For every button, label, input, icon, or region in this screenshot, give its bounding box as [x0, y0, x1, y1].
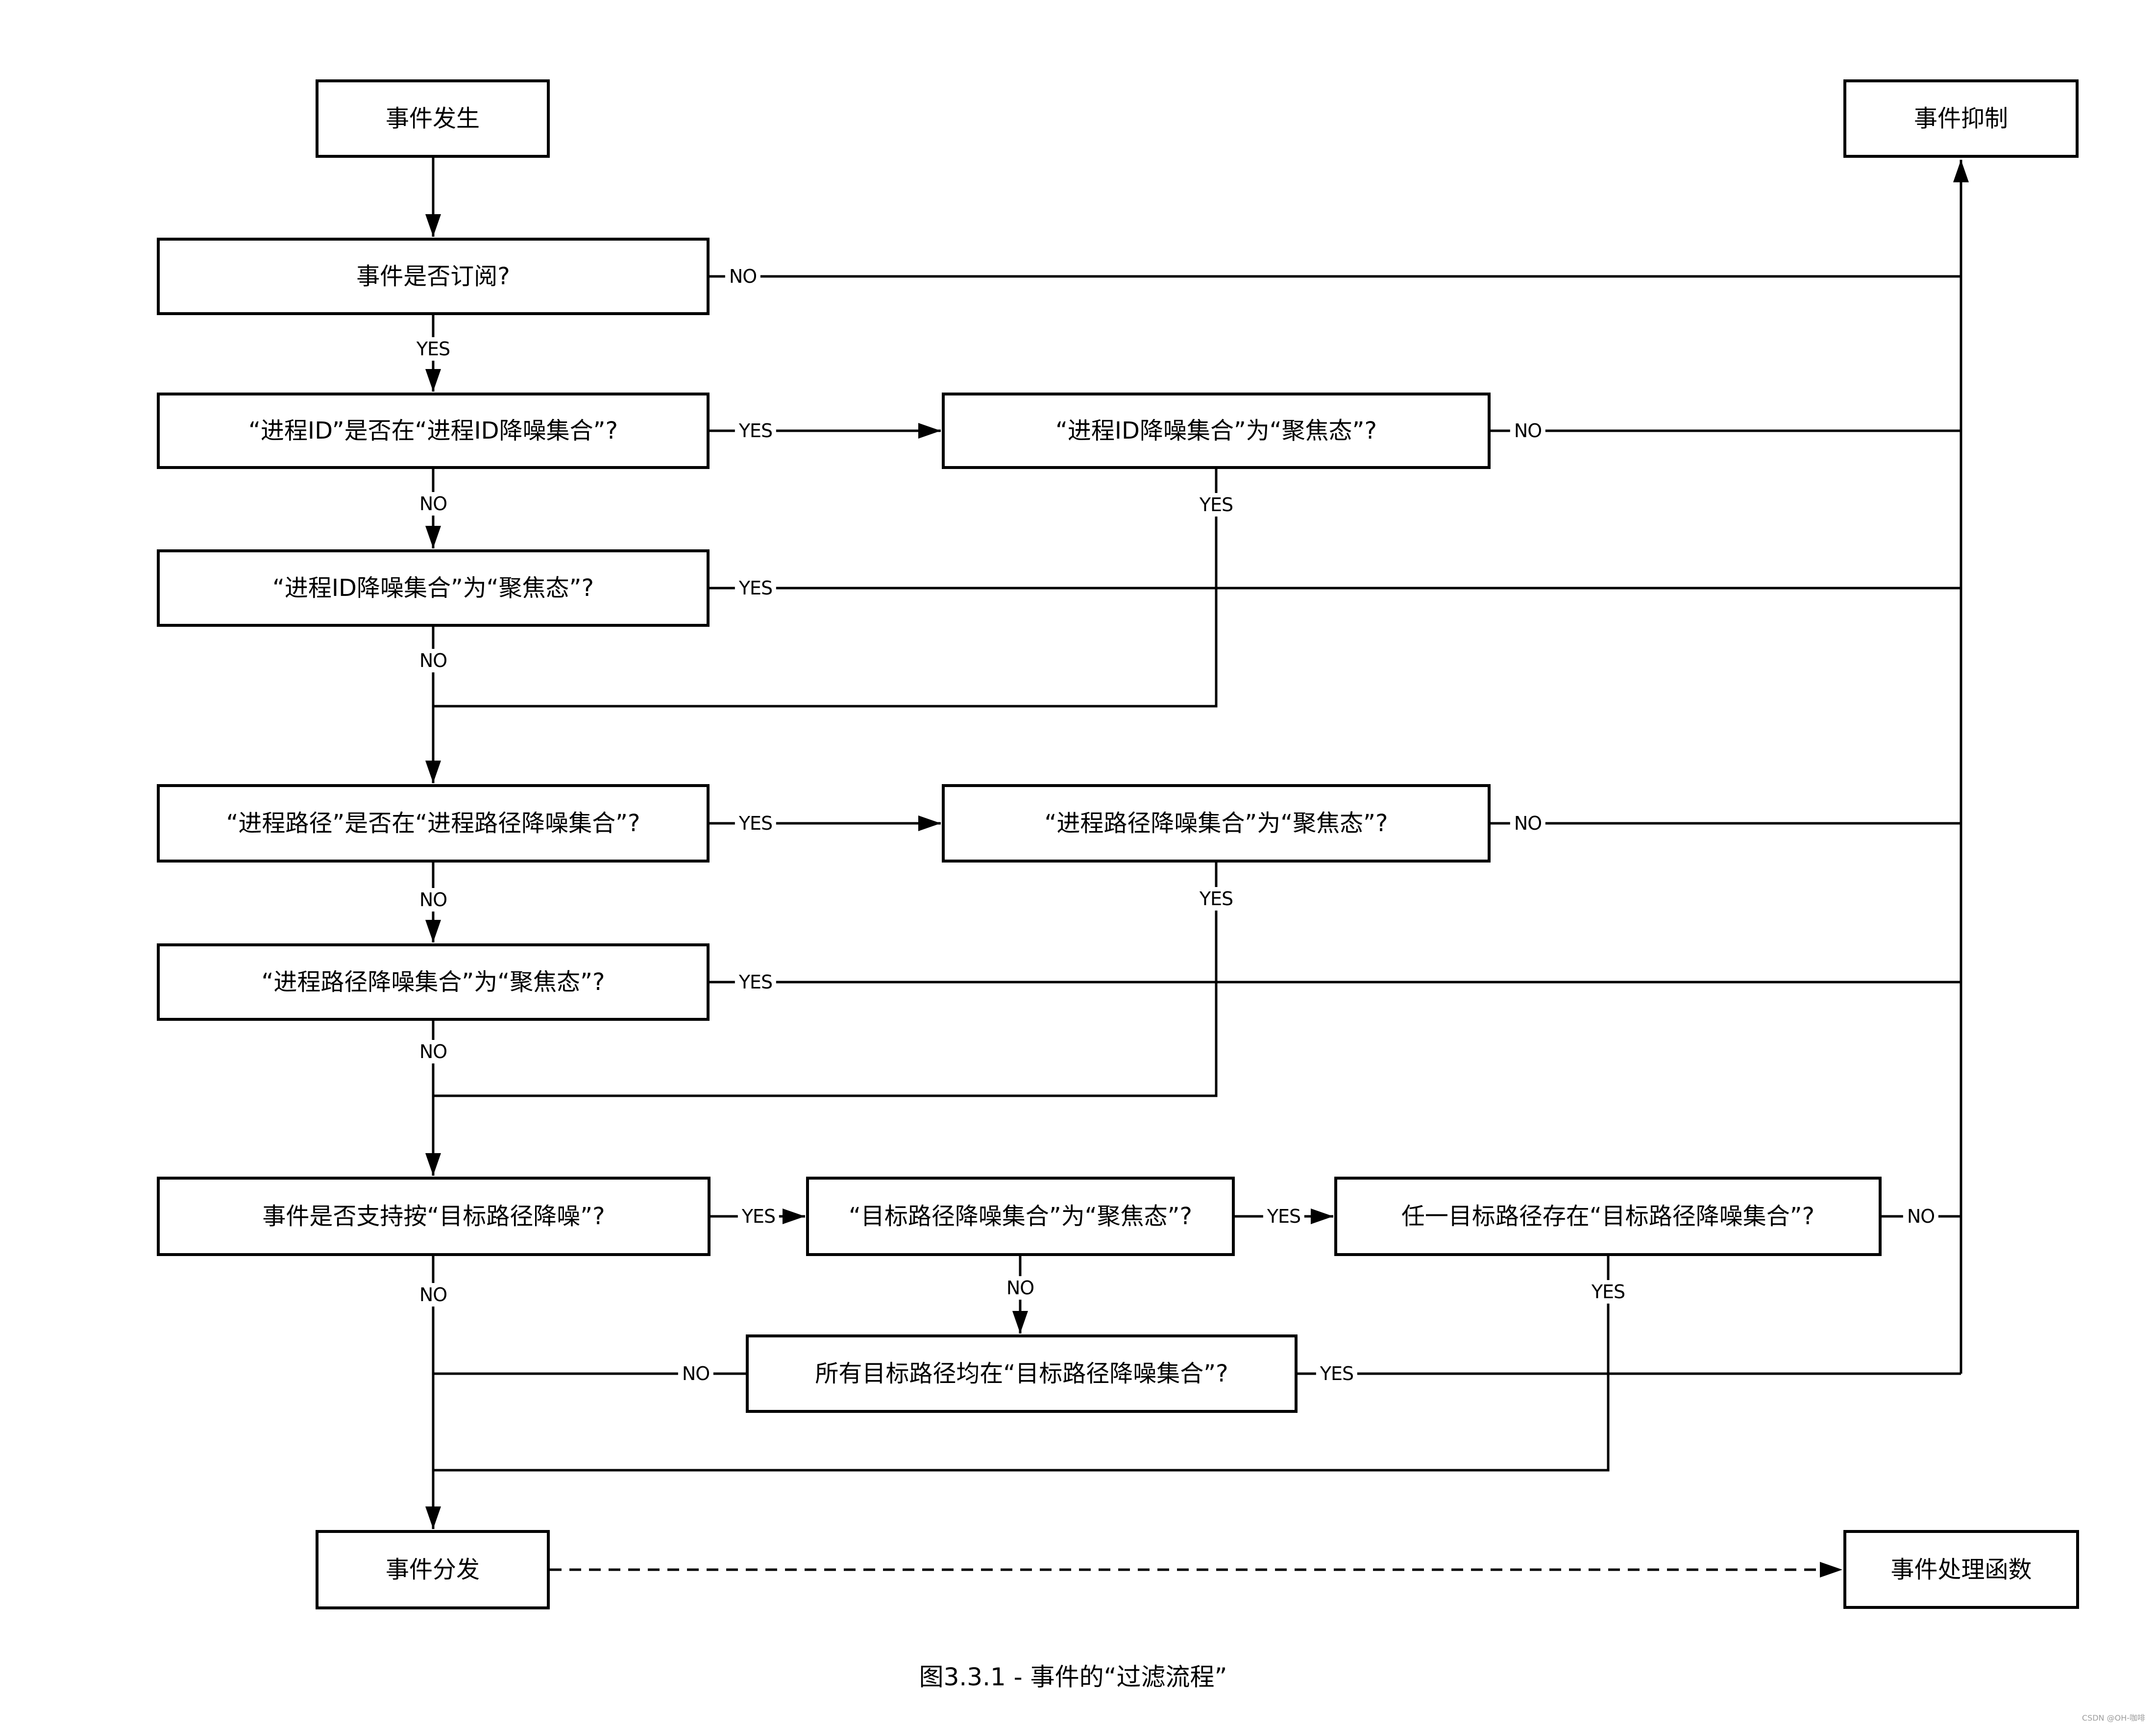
edge-label-no: NO: [1510, 812, 1546, 835]
node-procpath-in-denoise-set: “进程路径”是否在“进程路径降噪集合”?: [157, 784, 710, 863]
edge-label-no: NO: [1002, 1276, 1038, 1300]
edge-label-yes: YES: [1263, 1205, 1305, 1228]
node-targetpath-denoise-set-focused: “目标路径降噪集合”为“聚焦态”?: [806, 1177, 1235, 1256]
edge-label-yes: YES: [1195, 493, 1237, 517]
edge-procpath-focused-yes: [433, 863, 1218, 1097]
node-supports-targetpath-denoise: 事件是否支持按“目标路径降噪”?: [157, 1177, 710, 1256]
node-procpath-denoise-set-focused-left: “进程路径降噪集合”为“聚焦态”?: [157, 943, 710, 1021]
node-pid-in-denoise-set: “进程ID”是否在“进程ID降噪集合”?: [157, 393, 710, 469]
edge-label-yes: YES: [735, 419, 777, 443]
edge-label-no: NO: [725, 265, 761, 288]
edge-label-yes: YES: [735, 970, 777, 994]
edge-label-yes: YES: [737, 1205, 780, 1228]
node-event-handler: 事件处理函数: [1843, 1530, 2079, 1609]
edge-label-no: NO: [415, 888, 451, 912]
edge-label-yes: YES: [1316, 1362, 1358, 1385]
edge-anytarget-yes: [433, 1256, 1610, 1472]
edge-label-yes: YES: [1587, 1280, 1629, 1304]
edge-label-yes: YES: [735, 812, 777, 835]
node-any-targetpath-in-denoise-set: 任一目标路径存在“目标路径降噪集合”?: [1334, 1177, 1882, 1256]
node-all-targetpaths-in-denoise-set: 所有目标路径均在“目标路径降噪集合”?: [746, 1334, 1298, 1413]
edge-label-no: NO: [415, 492, 451, 516]
edge-label-no: NO: [1510, 419, 1546, 443]
node-event-dispatch: 事件分发: [316, 1530, 550, 1609]
edge-label-no: NO: [678, 1362, 714, 1385]
figure-caption: 图3.3.1 - 事件的“过滤流程”: [919, 1663, 1227, 1691]
node-procpath-denoise-set-focused-right: “进程路径降噪集合”为“聚焦态”?: [942, 784, 1491, 863]
edge-label-no: NO: [1903, 1205, 1939, 1228]
csdn-watermark: CSDN @OH-咖啡: [2082, 1713, 2145, 1723]
edge-label-no: NO: [415, 1040, 451, 1063]
edge-label-yes: YES: [1195, 887, 1237, 911]
edge-label-no: NO: [415, 1283, 451, 1307]
edge-pid-focused-yes: [433, 469, 1218, 708]
node-event-occurs: 事件发生: [316, 79, 550, 158]
node-event-suppressed: 事件抑制: [1843, 79, 2079, 158]
edge-label-yes: YES: [412, 337, 454, 361]
node-is-subscribed: 事件是否订阅?: [157, 238, 710, 315]
node-pid-denoise-set-focused-right: “进程ID降噪集合”为“聚焦态”?: [942, 393, 1491, 469]
node-pid-denoise-set-focused-left: “进程ID降噪集合”为“聚焦态”?: [157, 549, 710, 627]
edge-label-no: NO: [415, 649, 451, 672]
edge-label-yes: YES: [735, 576, 777, 600]
